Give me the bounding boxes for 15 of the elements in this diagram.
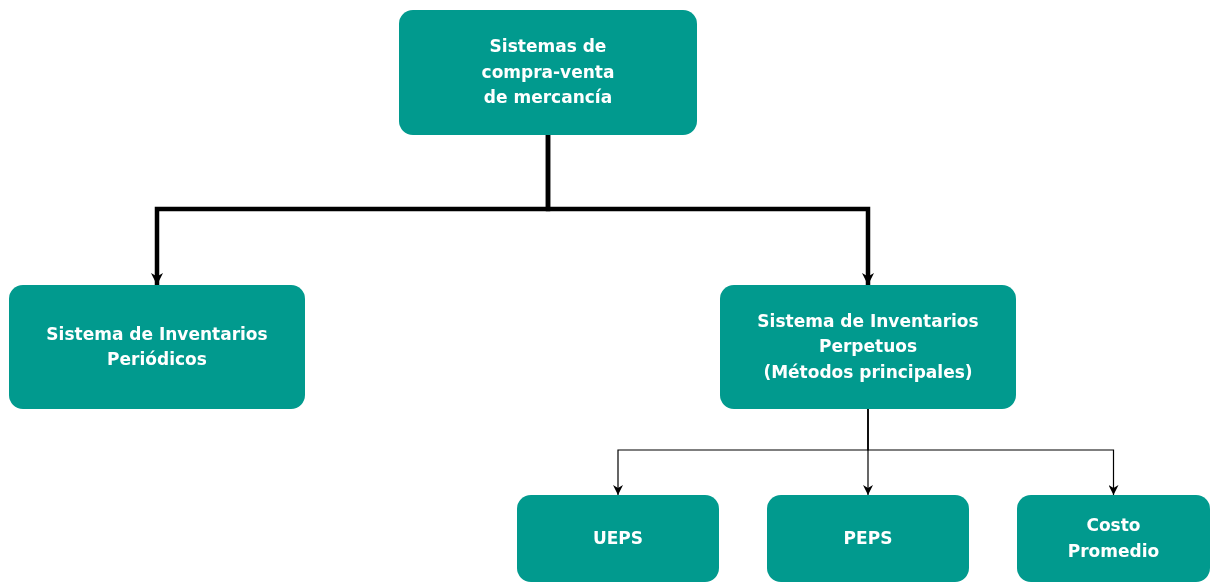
arrow: [867, 408, 1119, 496]
box-label: (Métodos principales): [763, 360, 973, 384]
process-box: [399, 10, 697, 135]
box-label: PEPS: [843, 526, 893, 550]
process-box: [9, 285, 305, 409]
box-label: Sistemas de compra-venta de mercancía: [480, 35, 616, 110]
box-label: Sistema de Inventarios Perpetuos: [756, 309, 980, 359]
process-box: [517, 495, 719, 582]
process-box: [720, 285, 1016, 409]
box-label: Costo Promedio: [1066, 514, 1161, 563]
process-box: [1017, 495, 1210, 582]
process-box: [767, 495, 969, 582]
arrow: [545, 135, 874, 285]
box-label: UEPS: [592, 526, 644, 550]
box-label: Sistema de Inventarios Periódicos: [45, 322, 269, 371]
